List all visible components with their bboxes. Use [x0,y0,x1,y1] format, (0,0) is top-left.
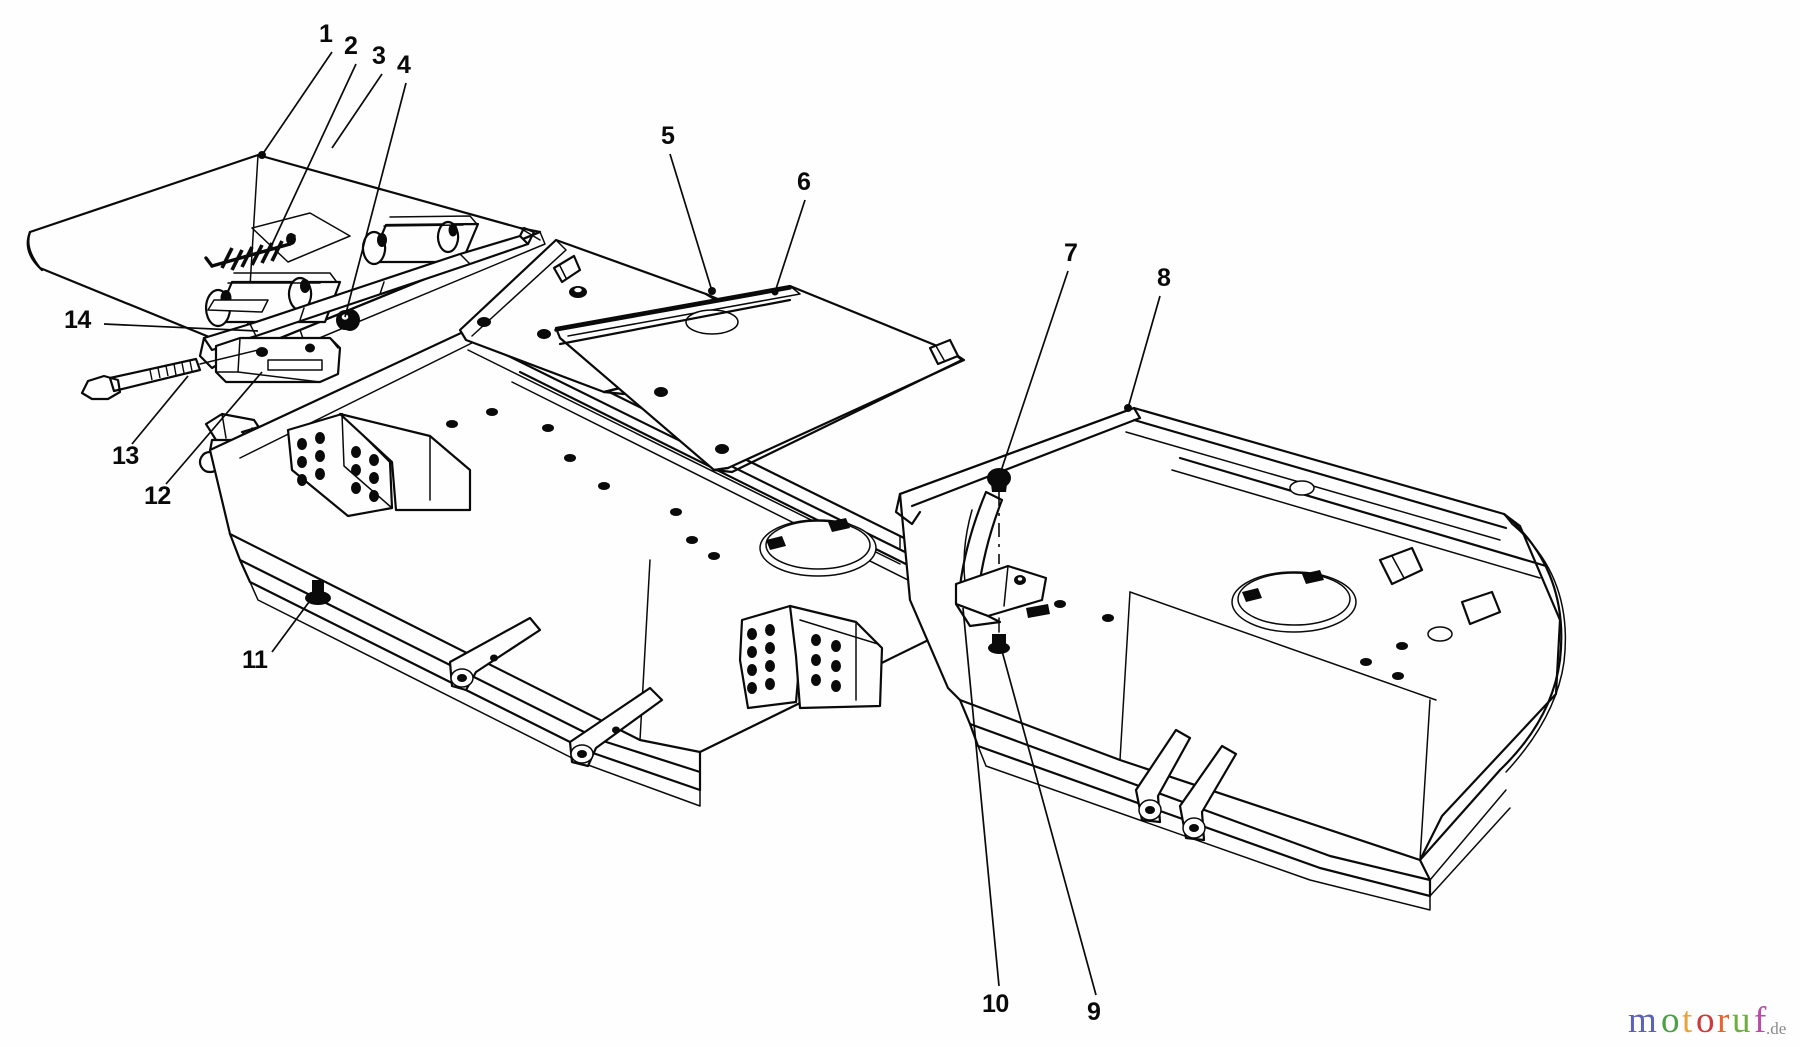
wm-letter-f: f [1754,1000,1767,1040]
wm-letter-r: r [1717,1000,1729,1040]
wm-letter-o1: o [1661,1000,1680,1040]
deflector-hinge-right [361,215,480,266]
wm-letter-m: m [1628,1000,1657,1040]
baffle-plate-6 [554,284,966,474]
callout-7: 7 [1064,239,1078,267]
hardware-bolt-7 [987,468,1011,564]
callout-6: 6 [797,168,811,196]
deck-support-bar-c [1134,728,1192,824]
callout-leader-lines [103,51,1161,996]
callout-3: 3 [372,42,386,70]
callout-11: 11 [242,646,268,674]
callout-13: 13 [112,442,139,470]
hardware-bushing-4 [336,310,354,330]
callout-5: 5 [661,122,675,150]
wm-letter-t: t [1682,1000,1693,1040]
spring-tab [207,299,269,313]
callout-8: 8 [1157,264,1171,292]
carriage-bolt [80,349,259,401]
deck-mount-bracket-left-rear [286,412,472,518]
motoruf-watermark: m o t o r u f .de [1628,1000,1786,1040]
callout-9: 9 [1087,998,1101,1026]
callout-12: 12 [144,482,171,510]
hardware-nut-9 [988,604,1050,654]
deck-mount-bracket-right-rear [738,604,884,710]
deck-support-bar-a [448,616,542,692]
wm-letter-u: u [1732,1000,1751,1040]
front-mount-plate [214,309,360,384]
callout-14: 14 [64,306,91,334]
callout-1: 1 [319,20,333,48]
wm-letter-o2: o [1696,1000,1715,1040]
wm-suffix: .de [1766,1019,1786,1038]
callout-4: 4 [397,51,411,79]
discharge-guard-bracket [954,490,1048,628]
baffle-tab [552,254,582,284]
callout-2: 2 [344,32,358,60]
deck-support-bar-d [1178,744,1238,842]
deck-support-bar-b [568,686,664,768]
mower-deck-right [894,406,1567,911]
callout-10: 10 [982,990,1009,1018]
